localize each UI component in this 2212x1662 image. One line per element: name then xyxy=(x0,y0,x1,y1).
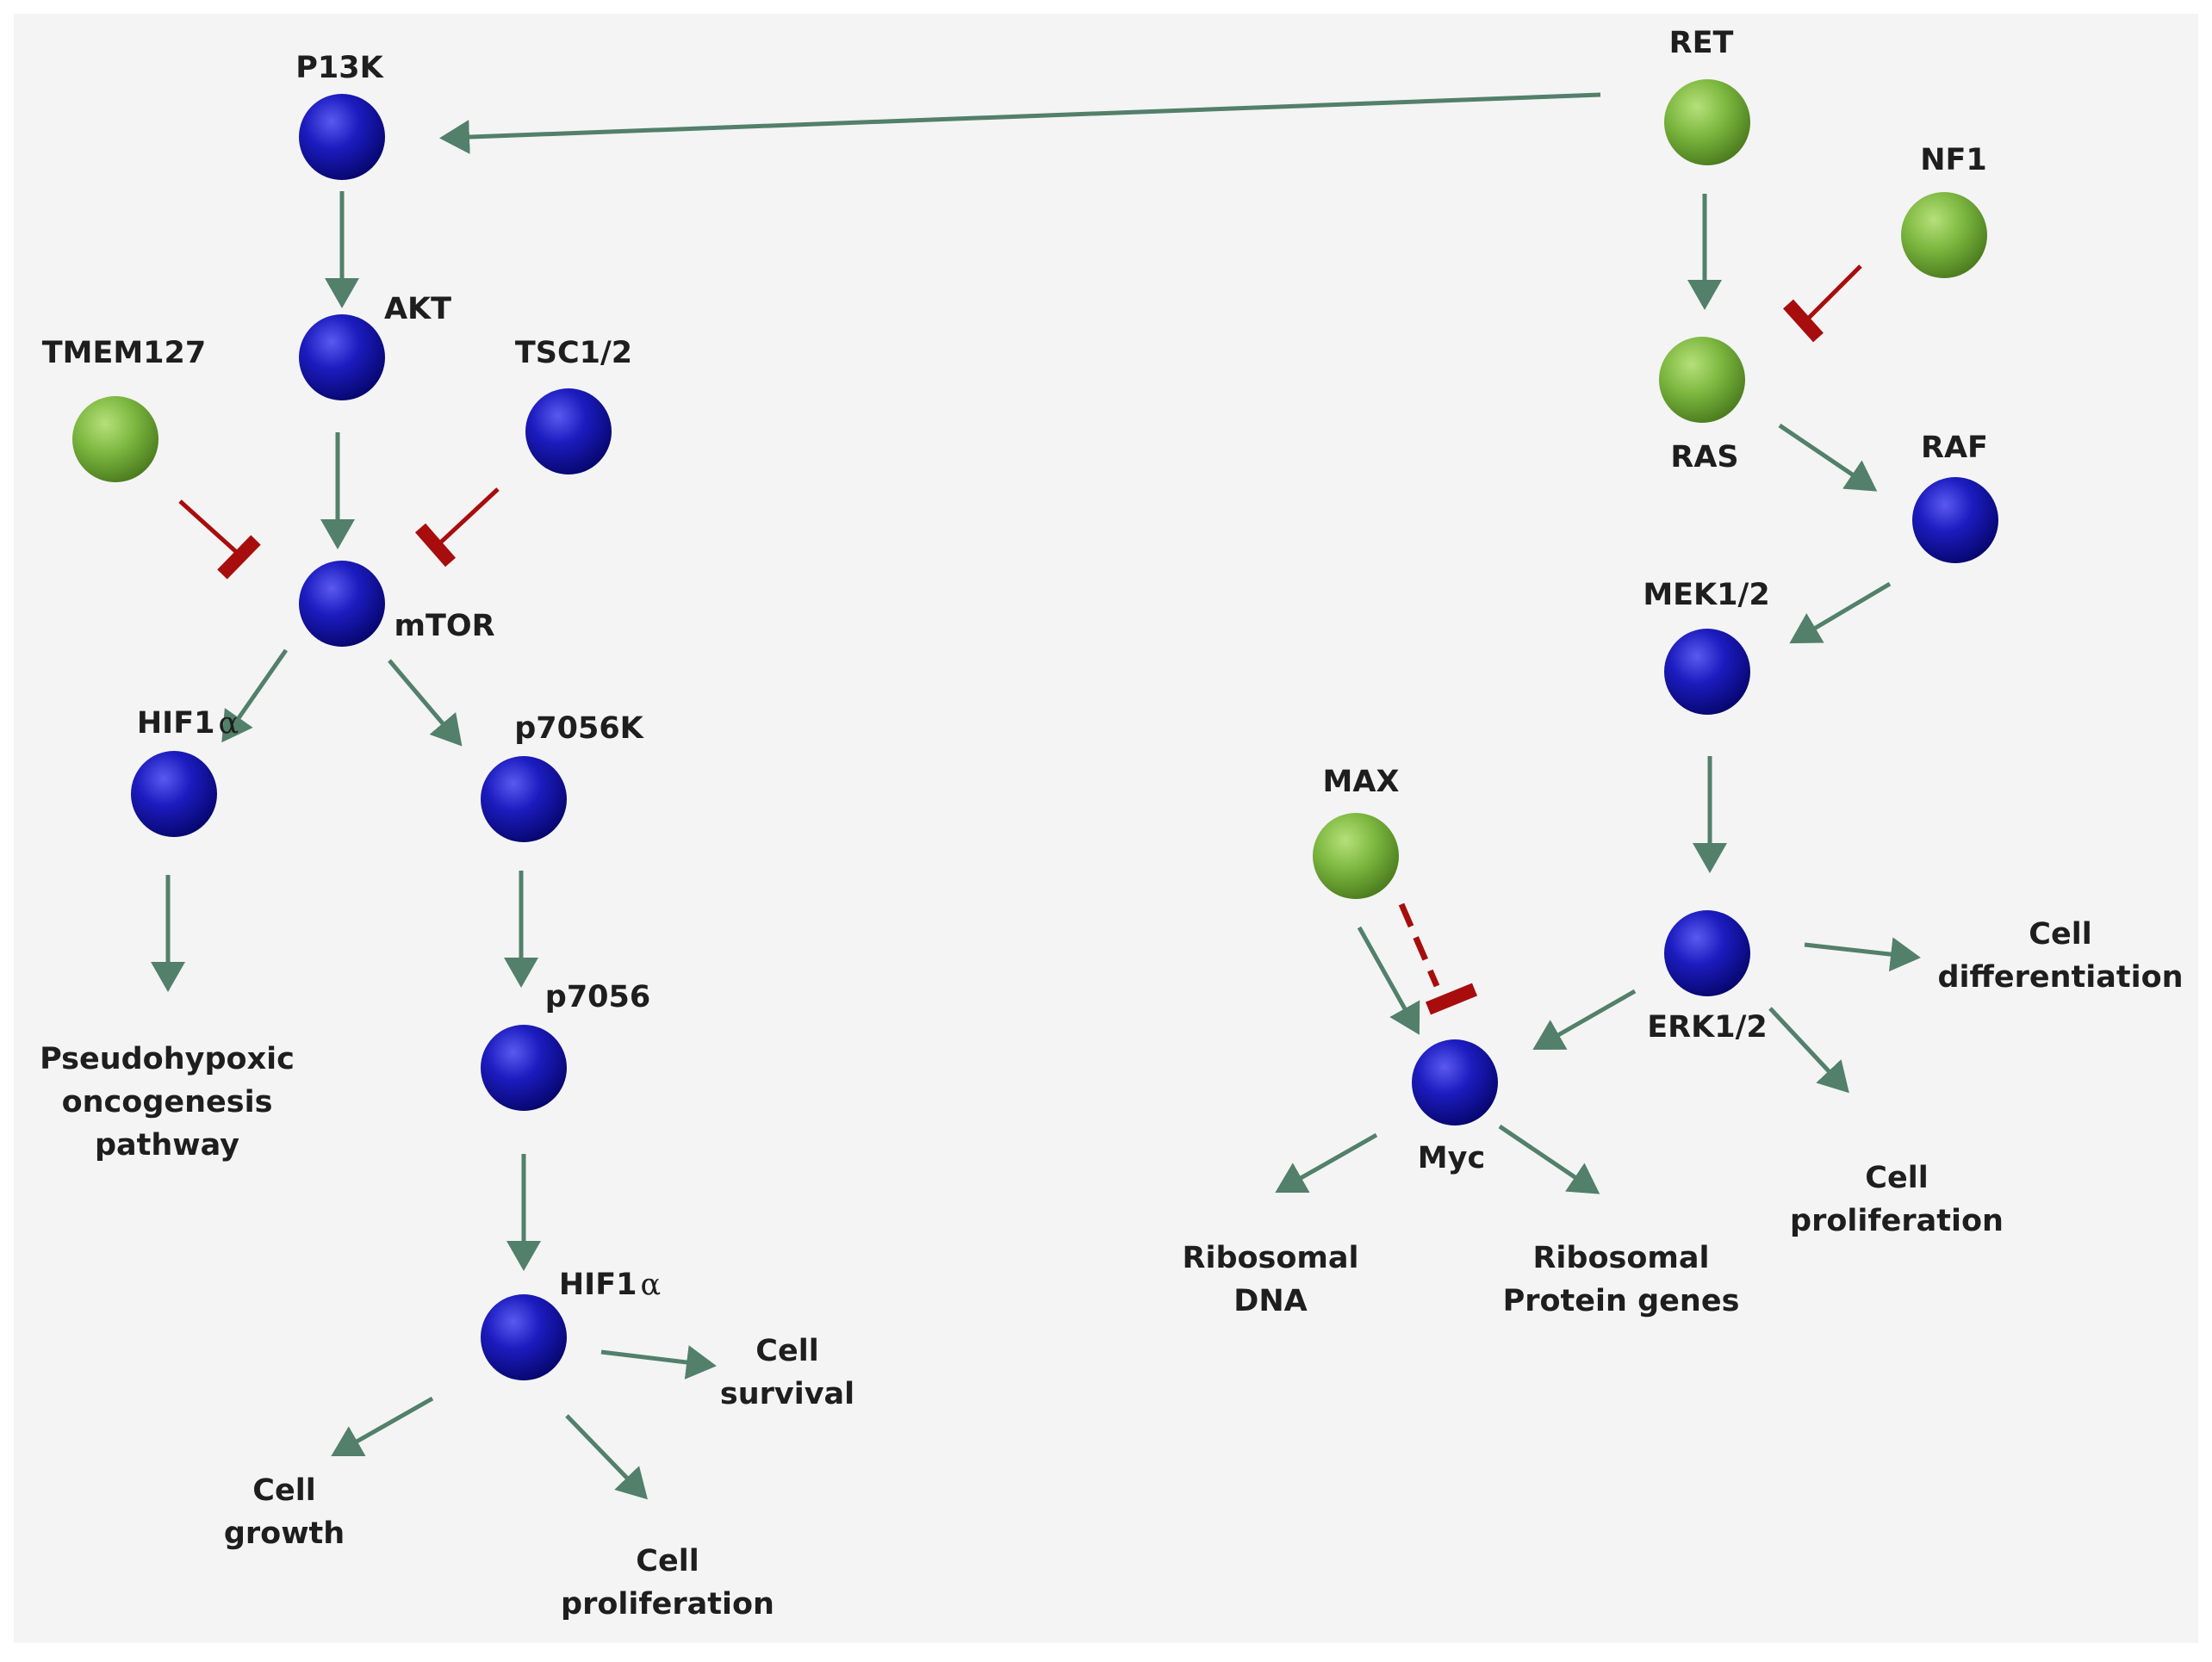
outcome-line: Cell xyxy=(1865,1161,1929,1195)
outcome-cell-differentiation: Cell differentiation xyxy=(1937,913,2183,999)
arrow-mtor-to-p7056k xyxy=(388,659,463,747)
label-ret: RET xyxy=(1668,26,1734,60)
label-erk: ERK1/2 xyxy=(1647,1010,1768,1045)
outcome-line: differentiation xyxy=(1937,960,2184,995)
arrow-hif1a-to-growth xyxy=(331,1396,434,1457)
label-myc: Myc xyxy=(1417,1141,1486,1175)
node-p7056k xyxy=(481,756,567,842)
node-tsc xyxy=(525,388,612,474)
outcome-line: growth xyxy=(223,1516,345,1551)
arrow-myc-to-ribosomal-protein xyxy=(1498,1124,1600,1194)
inhibition-nf1-to-ras xyxy=(1783,264,1862,343)
inhibition-tsc-to-mtor xyxy=(414,487,500,567)
outcome-line: oncogenesis xyxy=(61,1085,273,1119)
alpha-symbol: α xyxy=(640,1268,662,1302)
arrow-erk-to-differentiation xyxy=(1804,937,1921,972)
arrow-raf-to-mek xyxy=(1789,581,1892,644)
label-nf1: NF1 xyxy=(1920,143,1987,177)
label-p7056k: p7056K xyxy=(514,711,643,746)
outcome-cell-proliferation-right: Cell proliferation xyxy=(1790,1157,2004,1243)
arrow-myc-to-ribosomal-dna xyxy=(1275,1132,1378,1194)
outcome-line: Cell xyxy=(2029,917,2092,952)
arrow-max-to-myc xyxy=(1357,926,1420,1035)
node-max xyxy=(1313,813,1399,899)
label-p13k: P13K xyxy=(295,51,383,85)
arrow-hif1a-to-proliferation xyxy=(565,1414,648,1500)
node-akt xyxy=(299,314,385,400)
label-p7056: p7056 xyxy=(544,980,651,1014)
label-ras: RAS xyxy=(1670,440,1739,474)
node-ras xyxy=(1659,337,1745,423)
node-hif1a-bottom xyxy=(481,1294,567,1380)
inhibition-max-to-myc xyxy=(1398,902,1478,1015)
outcome-line: Pseudohypoxic xyxy=(40,1042,295,1076)
node-nf1 xyxy=(1901,192,1987,278)
arrow-hif1a-to-survival xyxy=(600,1345,717,1380)
label-tsc: TSC1/2 xyxy=(514,336,633,370)
alpha-symbol: α xyxy=(218,706,239,741)
node-tmem127 xyxy=(72,396,158,482)
inhibition-tmem127-to-mtor xyxy=(178,499,261,580)
node-mtor xyxy=(299,561,385,647)
outcome-line: Cell xyxy=(252,1473,316,1508)
outcome-line: survival xyxy=(719,1377,855,1411)
label-hif1a-left-text: HIF1 xyxy=(136,706,215,741)
outcome-ribosomal-protein: Ribosomal Protein genes xyxy=(1503,1237,1740,1323)
arrow-mtor-to-hif1a xyxy=(221,648,289,743)
label-mtor: mTOR xyxy=(394,609,495,643)
outcome-cell-survival: Cell survival xyxy=(720,1330,854,1416)
outcome-line: proliferation xyxy=(561,1587,774,1622)
node-myc xyxy=(1412,1039,1498,1126)
node-p7056 xyxy=(481,1025,567,1111)
outcome-ribosomal-dna: Ribosomal DNA xyxy=(1182,1237,1358,1323)
label-akt: AKT xyxy=(383,292,452,326)
label-hif1a-bottom-text: HIF1 xyxy=(558,1268,637,1302)
label-raf: RAF xyxy=(1921,431,1988,465)
outcome-line: DNA xyxy=(1233,1284,1308,1318)
arrow-erk-to-myc xyxy=(1532,989,1637,1050)
outcome-line: Protein genes xyxy=(1502,1284,1740,1318)
label-tmem127: TMEM127 xyxy=(41,336,207,370)
node-p13k xyxy=(299,94,385,180)
arrow-ret-to-p13k xyxy=(439,92,1601,155)
outcome-line: pathway xyxy=(94,1128,239,1163)
outcome-line: Ribosomal xyxy=(1182,1241,1359,1275)
label-mek: MEK1/2 xyxy=(1643,578,1770,612)
nodes xyxy=(72,79,1998,1380)
arrow-erk-to-proliferation xyxy=(1768,1007,1849,1094)
node-hif1a-left xyxy=(131,751,217,837)
outcome-cell-growth: Cell growth xyxy=(224,1469,345,1555)
outcome-line: proliferation xyxy=(1790,1204,2004,1238)
node-mek xyxy=(1664,629,1750,715)
node-erk xyxy=(1664,910,1750,996)
outcome-cell-proliferation-left: Cell proliferation xyxy=(561,1540,774,1626)
node-raf xyxy=(1912,477,1998,563)
outcome-line: Cell xyxy=(636,1544,699,1578)
outcome-pseudohypoxic: Pseudohypoxic oncogenesis pathway xyxy=(40,1038,295,1167)
arrow-ras-to-raf xyxy=(1778,423,1878,492)
outcome-line: Ribosomal xyxy=(1532,1241,1710,1275)
node-ret xyxy=(1664,79,1750,165)
outcome-line: Cell xyxy=(755,1334,819,1368)
label-max: MAX xyxy=(1322,765,1400,799)
